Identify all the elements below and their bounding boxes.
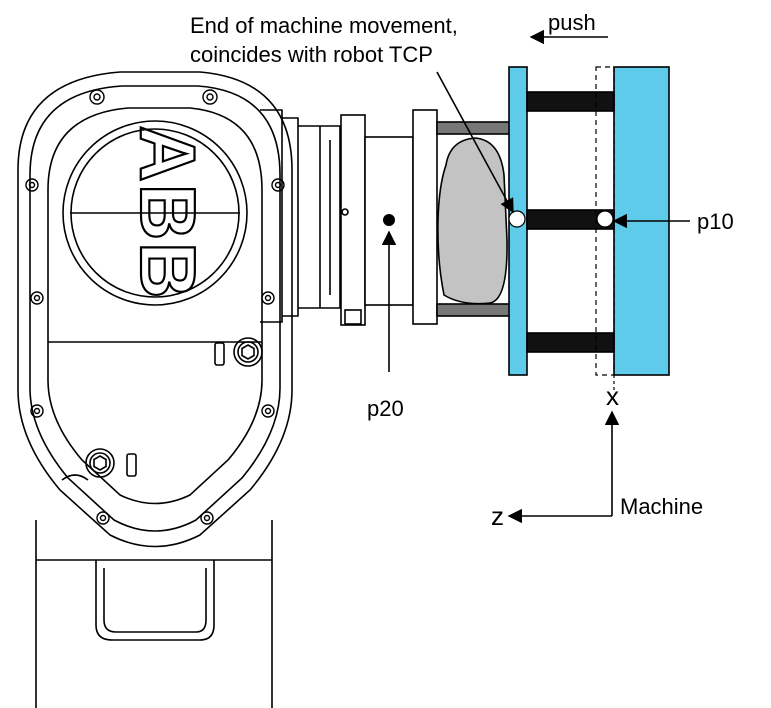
robot-detail-arc <box>61 474 89 481</box>
robot-handle <box>95 560 215 641</box>
tcp-leader-line <box>436 71 514 214</box>
robot-lower-column <box>35 520 273 708</box>
tool-flange-lip <box>344 309 362 325</box>
z-axis-label: z <box>491 501 504 531</box>
x-axis-label: x <box>606 381 619 411</box>
p10-label: p10 <box>697 209 734 234</box>
tool-bolt-hole <box>341 208 349 216</box>
housing-screws <box>25 89 285 525</box>
tool-rod-top <box>436 121 511 135</box>
plug-icon <box>214 342 225 366</box>
tool-flange <box>340 114 366 326</box>
machine-axes <box>507 410 620 524</box>
point-tcp <box>508 210 526 228</box>
workpiece <box>437 137 508 305</box>
abb-logo: ABB <box>123 124 213 301</box>
push-label: push <box>548 10 596 35</box>
plug-icon <box>126 453 137 477</box>
hex-bolt-icon <box>233 337 263 367</box>
end-of-movement-label-line2: coincides with robot TCP <box>190 42 433 67</box>
tool-assembly <box>340 109 511 326</box>
robot-housing-outer <box>17 71 293 548</box>
robot-arm <box>17 71 341 708</box>
abb-logo-text: ABB <box>124 126 212 301</box>
robot-joint-flange <box>260 109 341 323</box>
guide-bar-top <box>526 91 615 112</box>
tool-rod-bottom <box>436 303 511 317</box>
hex-bolt-icon <box>85 448 115 478</box>
point-p10 <box>596 210 614 228</box>
guide-bar-bottom <box>526 332 615 353</box>
annotation-leaders <box>381 29 690 390</box>
p20-label: p20 <box>367 396 404 421</box>
robot-logo-disc <box>62 120 248 306</box>
robot-housing-inner <box>29 85 281 532</box>
machine-label: Machine <box>620 494 703 519</box>
robot-housing-panel <box>47 107 263 505</box>
end-of-movement-label-line1: End of machine movement, <box>190 13 458 38</box>
tool-mount-plate <box>412 109 438 325</box>
point-p20 <box>383 214 395 226</box>
